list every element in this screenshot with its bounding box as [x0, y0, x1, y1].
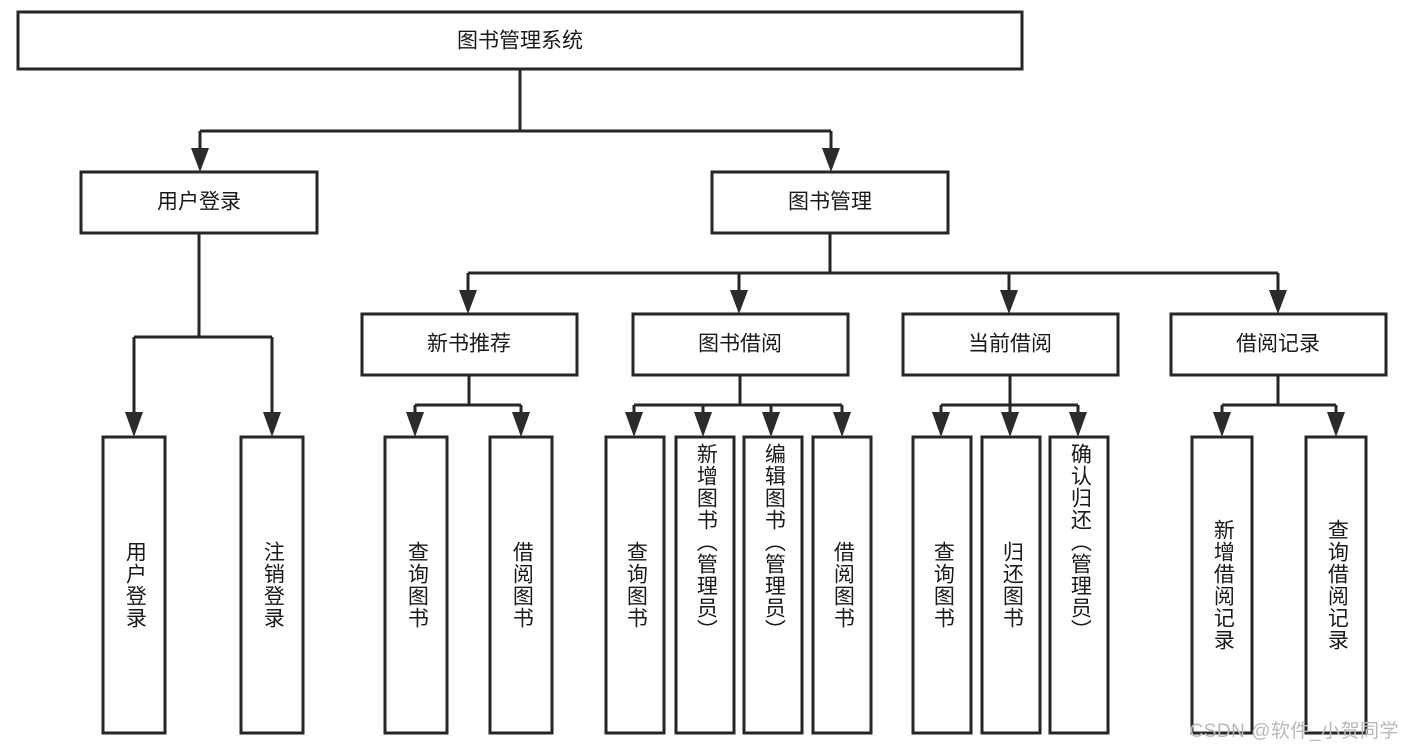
node-label-root: 图书管理系统 [457, 30, 583, 53]
arrow-to-leaf-confirm-return [1069, 412, 1087, 437]
node-box-leaf-edit-book[interactable] [742, 435, 804, 735]
connector-group-root [191, 69, 840, 172]
node-label-current-borrow: 当前借阅 [968, 333, 1052, 356]
connector-group-new-book-rec [406, 375, 530, 437]
arrow-to-leaf-return-book [1001, 412, 1019, 437]
arrow-to-leaf-add-record [1213, 412, 1231, 437]
node-label-borrow-record: 借阅记录 [1236, 333, 1320, 356]
connector-group-book-manage [459, 233, 1287, 314]
arrow-to-leaf-query-book-3 [932, 412, 950, 437]
node-label-user-login: 用户登录 [157, 191, 241, 214]
node-label-book-borrow: 图书借阅 [698, 333, 782, 356]
node-box-leaf-user-login[interactable] [101, 435, 167, 735]
node-box-leaf-query-book-1[interactable] [383, 435, 449, 735]
node-box-leaf-query-book-3[interactable] [911, 435, 973, 735]
arrow-to-leaf-add-book [694, 412, 712, 437]
node-box-leaf-user-logout[interactable] [239, 435, 305, 735]
arrow-to-leaf-user-logout [263, 412, 281, 437]
node-box-leaf-borrow-book-1[interactable] [488, 435, 554, 735]
node-box-book-borrow[interactable] [631, 312, 850, 377]
node-label-new-book-rec: 新书推荐 [427, 333, 511, 356]
arrow-to-leaf-borrow-book-1 [512, 412, 530, 437]
connector-group-book-borrow [625, 375, 851, 437]
arrow-to-leaf-borrow-book-2 [833, 412, 851, 437]
node-box-leaf-add-record[interactable] [1190, 435, 1254, 735]
arrow-to-leaf-user-login [125, 412, 143, 437]
node-box-user-login[interactable] [79, 170, 319, 235]
arrow-to-leaf-query-record [1327, 412, 1345, 437]
node-box-new-book-rec[interactable] [360, 312, 579, 377]
node-box-root[interactable] [16, 10, 1024, 71]
connector-group-current-borrow [932, 375, 1087, 437]
node-box-leaf-query-book-2[interactable] [604, 435, 666, 735]
node-box-book-manage[interactable] [710, 170, 950, 235]
arrow-root-to-user-login [191, 148, 209, 172]
arrow-to-leaf-query-book-1 [406, 412, 424, 437]
node-box-leaf-confirm-return[interactable] [1048, 435, 1110, 735]
node-box-leaf-add-book[interactable] [674, 435, 736, 735]
node-box-current-borrow[interactable] [901, 312, 1120, 377]
arrow-root-to-book-manage [822, 148, 840, 172]
connector-group-borrow-record [1213, 375, 1345, 437]
arrow-to-book-borrow [730, 290, 748, 314]
csdn-watermark: CSDN @软件_小贺同学 [1189, 721, 1399, 742]
connector-group-user-login [125, 233, 281, 437]
node-box-borrow-record[interactable] [1169, 312, 1388, 377]
node-label-book-manage: 图书管理 [788, 191, 872, 214]
node-box-leaf-return-book[interactable] [980, 435, 1042, 735]
arrow-to-new-book-rec [459, 290, 477, 314]
node-box-leaf-query-record[interactable] [1304, 435, 1368, 735]
node-box-leaf-borrow-book-2[interactable] [811, 435, 873, 735]
arrow-to-leaf-edit-book [762, 412, 780, 437]
arrow-to-leaf-query-book-2 [625, 412, 643, 437]
arrow-to-borrow-record [1269, 290, 1287, 314]
arrow-to-current-borrow [1000, 290, 1018, 314]
